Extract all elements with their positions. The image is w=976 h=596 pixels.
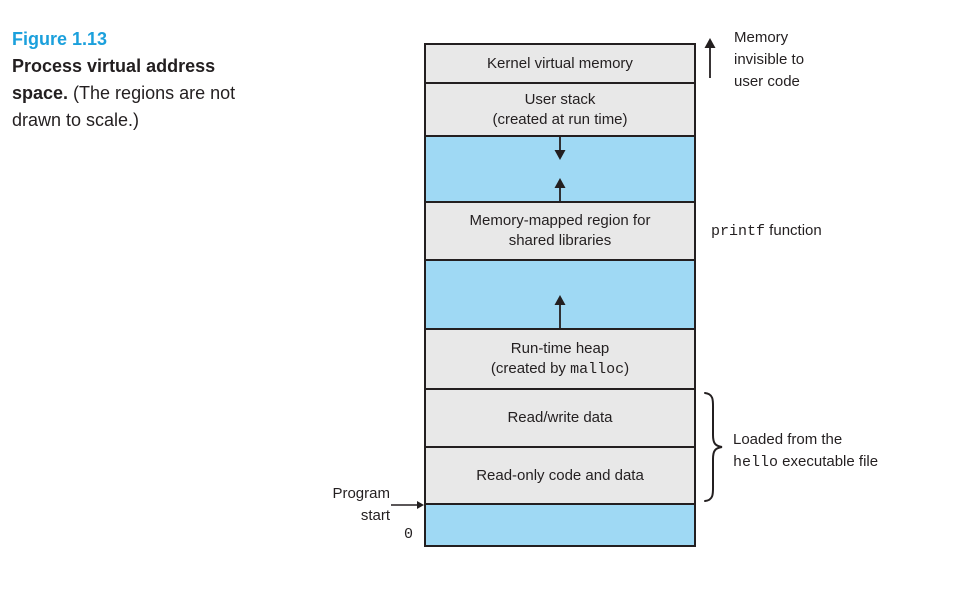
program-start-line1: Program (332, 485, 390, 502)
memory-invisible-line1: Memory (734, 29, 789, 46)
region-kernel-virtual-memory: Kernel virtual memory (426, 45, 694, 84)
program-start-line2: start (360, 507, 390, 524)
figure-number: Figure 1.13 (12, 29, 108, 49)
region-label: Read/write data (507, 409, 613, 426)
stack-grows-down-arrow-icon (554, 137, 566, 201)
region-read-write-data: Read/write data (426, 390, 694, 448)
region-label: Run-time heap (510, 339, 610, 357)
region-label: Kernel virtual memory (487, 54, 633, 72)
caption-line-1: Process virtual address (12, 53, 322, 80)
caption-line-2: space. (The regions are not (12, 80, 322, 107)
malloc-code-text: malloc (570, 360, 625, 378)
loaded-from-executable-label: Loaded from the hello executable file (733, 429, 878, 474)
region-sublabel: shared libraries (508, 232, 612, 249)
region-sublabel-post: ) (624, 359, 630, 377)
hello-code-text: hello (733, 454, 779, 471)
figure-caption: Figure 1.13 Process virtual address spac… (12, 26, 322, 134)
region-label: Memory-mapped region for (469, 212, 651, 229)
loaded-line1: Loaded from the (733, 431, 843, 448)
region-memory-mapped-shared-libraries: Memory-mapped region for shared librarie… (426, 203, 694, 261)
region-runtime-heap: Run-time heap (created by malloc) (426, 330, 694, 390)
memory-invisible-up-arrow-icon (704, 38, 716, 78)
region-sublabel: (created at run time) (492, 110, 628, 128)
caption-title-part1: Process virtual address (12, 56, 216, 76)
loaded-line2-rest: executable file (778, 453, 879, 470)
region-unallocated-stack-gap (426, 137, 694, 203)
printf-code-text: printf (711, 223, 766, 240)
memory-invisible-label: Memory invisible to user code (734, 27, 804, 93)
caption-line-3: drawn to scale.) (12, 107, 322, 134)
loaded-line2: hello executable file (733, 451, 878, 474)
region-label: Read-only code and data (476, 466, 644, 484)
caption-note-part1: (The regions are not (68, 83, 236, 103)
region-unused-low-addresses (426, 505, 694, 545)
memory-invisible-line2: invisible to (734, 51, 805, 68)
program-start-arrow-icon (391, 501, 424, 509)
region-sublabel: (created by malloc) (491, 359, 629, 380)
memory-invisible-line3: user code (734, 73, 800, 90)
region-user-stack: User stack (created at run time) (426, 84, 694, 137)
printf-function-label: printf function (711, 222, 822, 240)
program-start-label: Program start (290, 483, 390, 527)
region-unallocated-heap-gap (426, 261, 694, 330)
address-zero-label: 0 (403, 526, 413, 543)
region-sublabel-pre: (created by (490, 359, 571, 377)
region-read-only-code-data: Read-only code and data (426, 448, 694, 505)
heap-grows-up-arrow-icon (554, 295, 566, 328)
caption-note-part2: drawn to scale.) (12, 110, 140, 130)
region-label: User stack (524, 90, 596, 108)
curly-brace-icon (704, 392, 723, 502)
caption-title-part2: space. (12, 83, 69, 103)
virtual-address-space-box: Kernel virtual memory User stack (create… (424, 43, 696, 547)
printf-rest-text: function (765, 222, 822, 239)
